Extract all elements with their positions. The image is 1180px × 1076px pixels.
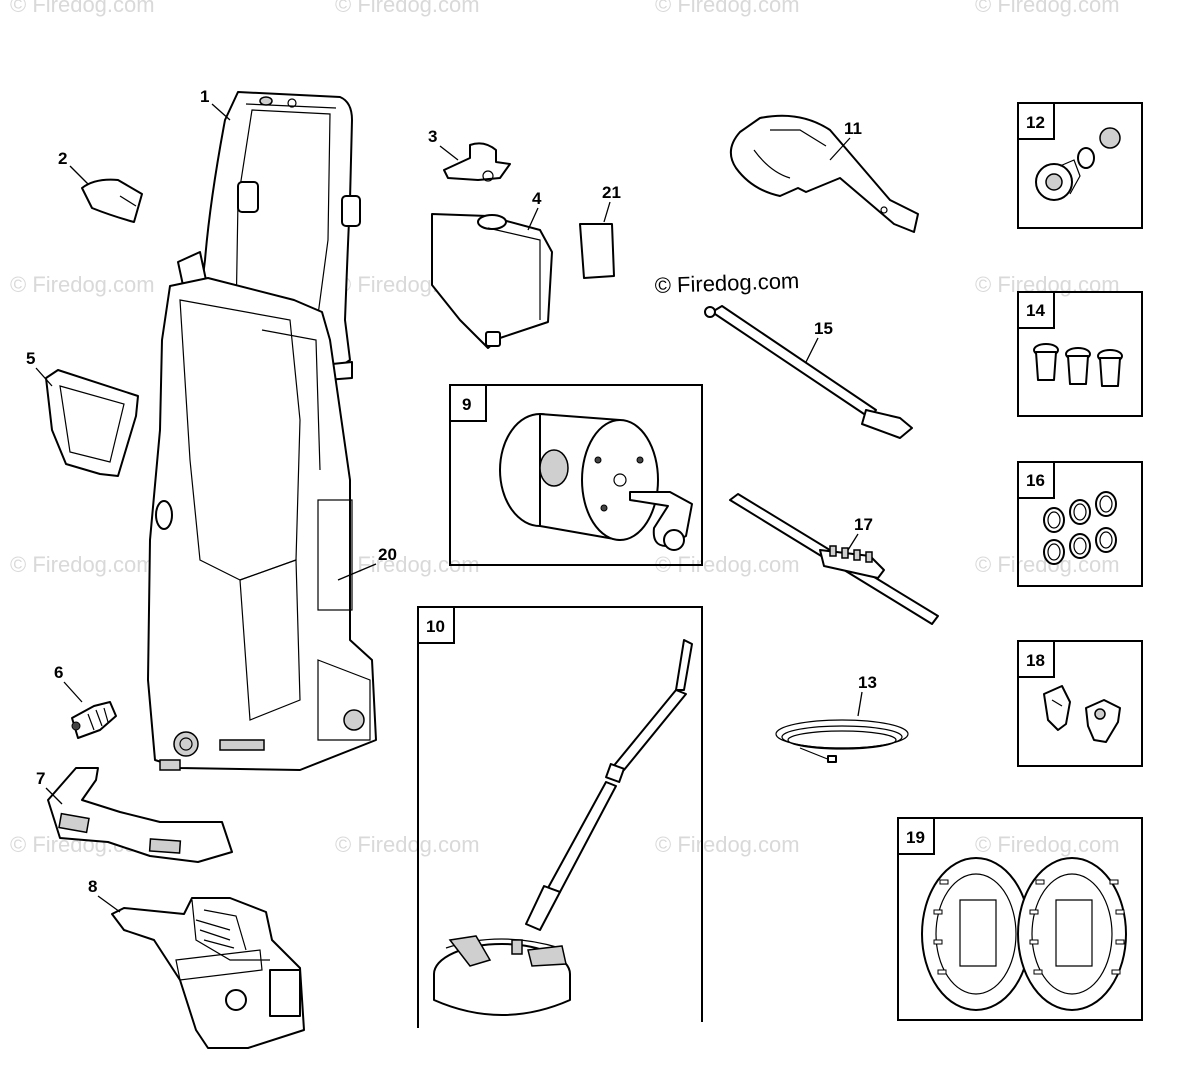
part-7-base-cover: 7	[36, 767, 233, 863]
watermark: © Firedog.com	[655, 832, 800, 857]
watermark: © Firedog.com	[10, 272, 155, 297]
part-4-detergent-tank: 4	[431, 189, 553, 349]
callout-7: 7	[36, 769, 45, 788]
callout-10: 10	[426, 617, 445, 636]
callout-16: 16	[1026, 471, 1045, 490]
watermark: © Firedog.com	[975, 832, 1120, 857]
part-13-hose: 13	[775, 673, 909, 763]
watermark: © Firedog.com	[335, 832, 480, 857]
watermark: © Firedog.com	[335, 0, 480, 17]
part-19-wheels-box: 19	[897, 817, 1143, 1021]
part-2-grip: 2	[58, 149, 143, 223]
callout-15: 15	[814, 319, 833, 338]
part-10-surface-cleaner-box: 10	[417, 606, 703, 1028]
callout-21: 21	[602, 183, 621, 202]
callout-14: 14	[1026, 301, 1045, 320]
part-3-knob: 3	[428, 127, 511, 182]
part-15-wand: 15	[704, 305, 913, 439]
callout-3: 3	[428, 127, 437, 146]
callout-18: 18	[1026, 651, 1045, 670]
callout-12: 12	[1026, 113, 1045, 132]
part-12-inlet-box: 12	[1017, 102, 1143, 229]
part-9-hose-reel-box: 9	[449, 384, 703, 566]
callout-9: 9	[462, 395, 471, 414]
callout-11: 11	[844, 119, 862, 138]
callout-19: 19	[906, 828, 925, 847]
watermark: © Firedog.com	[975, 0, 1120, 17]
callout-2: 2	[58, 149, 67, 168]
part-16-orings-box: 16	[1017, 461, 1143, 587]
part-8-base-frame: 8	[88, 877, 305, 1049]
watermark: © Firedog.com	[655, 0, 800, 17]
callout-17: 17	[854, 515, 873, 534]
part-17-nozzle-wand: 17	[729, 493, 939, 625]
callout-20: 20	[378, 545, 397, 564]
watermark: © Firedog.com	[10, 0, 155, 17]
part-11-spray-gun: 11	[729, 114, 919, 233]
part-14-connectors-box: 14	[1017, 291, 1143, 417]
callout-1: 1	[200, 87, 209, 106]
part-21-label: 21	[579, 183, 621, 279]
part-5-tray: 5	[26, 349, 139, 477]
callout-5: 5	[26, 349, 35, 368]
callout-6: 6	[54, 663, 63, 682]
copyright-text: © Firedog.com	[654, 268, 799, 298]
watermark: © Firedog.com	[975, 272, 1120, 297]
callout-8: 8	[88, 877, 97, 896]
watermark: © Firedog.com	[10, 552, 155, 577]
part-6-fitting: 6	[54, 663, 117, 739]
part-20-main-body: 20	[147, 277, 397, 771]
part-18-clips-box: 18	[1017, 640, 1143, 767]
callout-13: 13	[858, 673, 877, 692]
callout-4: 4	[532, 189, 542, 208]
